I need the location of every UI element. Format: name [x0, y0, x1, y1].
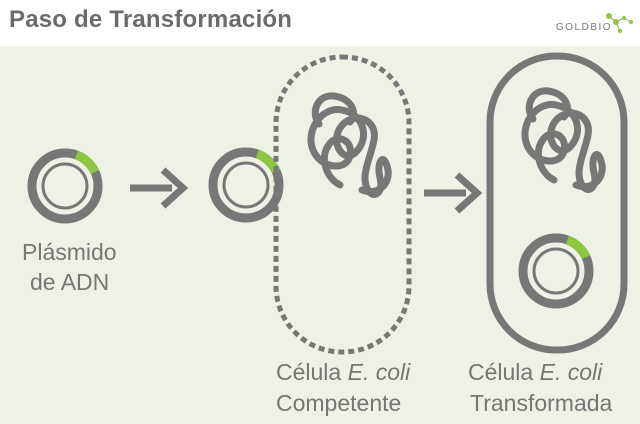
competent-cell-label-species: E. coli	[347, 359, 411, 385]
transformed-cell-label-species: E. coli	[539, 359, 603, 385]
arrow-right-icon	[424, 172, 483, 214]
transformed-cell-label-line2: Transformada	[470, 390, 613, 416]
chromosome-tangle-icon	[521, 87, 606, 193]
competent-cell-label-line2: Competente	[276, 390, 402, 416]
logo-text: GOLDBIO	[556, 22, 613, 33]
competent-cell-label-prefix: Célula	[276, 359, 348, 385]
plasmid-dna-icon	[27, 148, 103, 224]
transformed-cell-outline	[486, 52, 628, 354]
competent-cell-outline	[273, 54, 412, 355]
transformed-cell-label-line1: Célula E. coli	[468, 358, 602, 386]
goldbio-logo: GOLDBIO	[554, 6, 636, 40]
header-bar: Paso de Transformación GOLDBIO	[0, 0, 640, 46]
competent-cell-label-line1: Célula E. coli	[276, 358, 410, 386]
transformed-cell-label-prefix: Célula	[468, 359, 540, 385]
plasmid-dna-icon	[518, 233, 594, 309]
molecule-dots-icon	[606, 13, 633, 33]
plasmid-label-line1: Plásmido	[22, 239, 117, 265]
page-title: Paso de Transformación	[9, 6, 293, 33]
plasmid-dna-icon	[208, 147, 284, 223]
arrow-right-icon	[130, 167, 189, 209]
chromosome-tangle-icon	[307, 92, 392, 198]
plasmid-label-line2: de ADN	[30, 269, 110, 295]
